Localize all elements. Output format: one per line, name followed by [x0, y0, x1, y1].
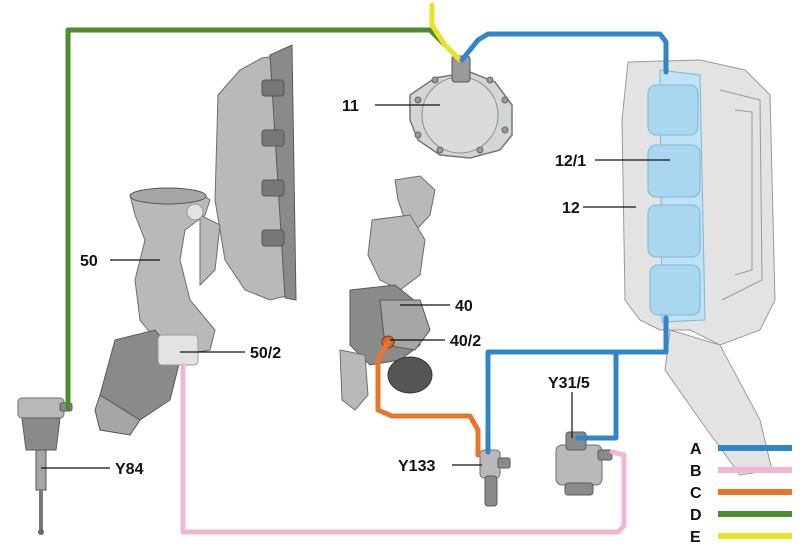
label-50-2: 50/2: [250, 345, 281, 362]
legend-label-b: B: [690, 463, 702, 480]
legend-label-a: A: [690, 441, 702, 458]
label-y84: Y84: [115, 461, 144, 478]
label-y133: Y133: [398, 458, 435, 475]
label-40-2: 40/2: [450, 333, 481, 350]
label-12-1: 12/1: [555, 153, 586, 170]
valve-y133: [479, 449, 511, 507]
legend-label-c: C: [690, 485, 702, 502]
actuator-y84: [17, 397, 73, 535]
label-12: 12: [562, 200, 580, 217]
label-y31-5: Y31/5: [548, 375, 590, 392]
intake-manifold: [621, 59, 776, 476]
line-c-orange: [375, 339, 481, 458]
label-11: 11: [342, 98, 359, 115]
turbocharger: [94, 187, 221, 436]
valve-y31-5: [555, 431, 613, 496]
label-40: 40: [455, 298, 473, 315]
coolant-pump-assembly: [339, 175, 436, 411]
legend-label-e: E: [690, 529, 701, 546]
line-a-blue-lower: [485, 315, 669, 455]
vacuum-pump: [409, 55, 513, 159]
label-50: 50: [80, 253, 98, 270]
exhaust-manifold: [214, 44, 297, 301]
line-a-blue-y31: [575, 349, 619, 441]
line-e-yellow: [429, 2, 463, 63]
legend-label-d: D: [690, 507, 702, 524]
line-a-blue-top: [459, 31, 669, 75]
line-b-pink: [180, 362, 627, 535]
